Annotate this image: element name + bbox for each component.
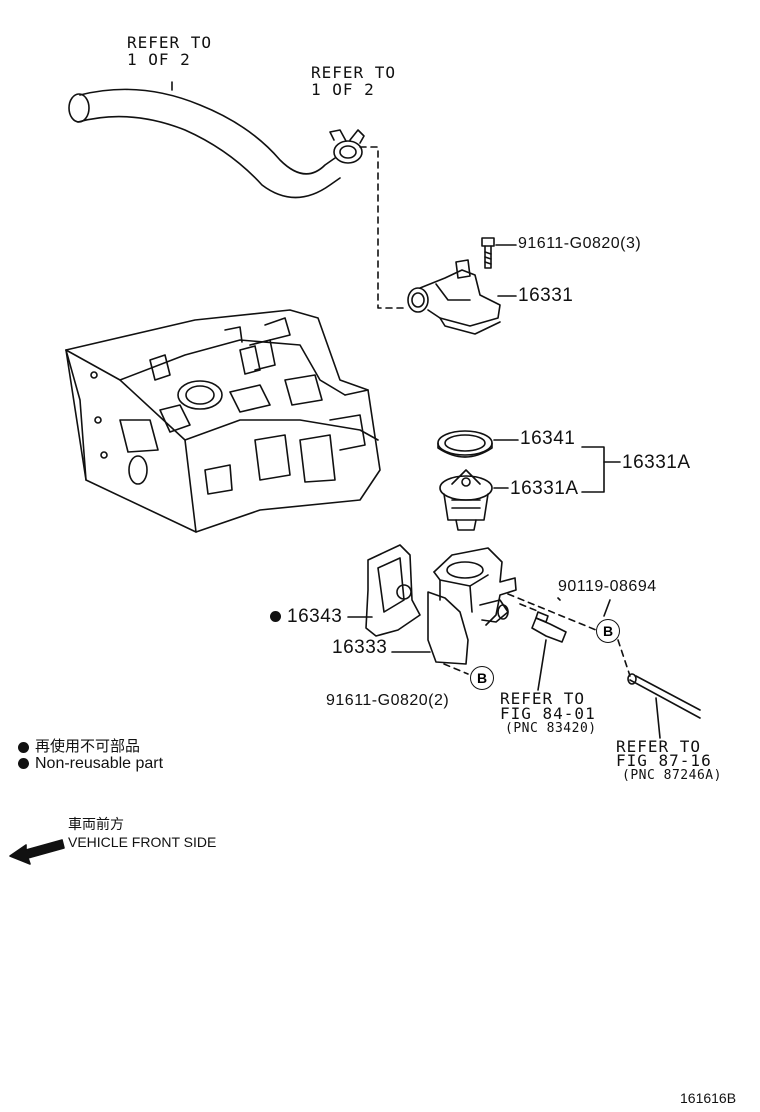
legend-front-jp: 車両前方 bbox=[68, 816, 124, 832]
clamp-reference-line2: 1 OF 2 bbox=[311, 80, 375, 99]
pipe-reference-line2: FIG 87-16 bbox=[616, 751, 712, 770]
legend-non-reusable-en-row: Non-reusable part bbox=[18, 755, 163, 773]
legend-marker-icon bbox=[18, 758, 29, 770]
pipe-reference-line1: REFER TO bbox=[616, 737, 702, 756]
sensor-reference-line3: (PNC 83420) bbox=[505, 721, 597, 736]
part-number-gasket-row: 16343 bbox=[270, 606, 342, 628]
part-number-thermostat-assy[interactable]: 16331A bbox=[622, 452, 691, 473]
clamp-drawing bbox=[329, 129, 365, 164]
hose-reference-line1: REFER TO bbox=[127, 33, 213, 52]
legend-marker-icon bbox=[18, 741, 29, 753]
part-number-outlet[interactable]: 16331 bbox=[518, 285, 574, 306]
hose-reference-line2: 1 OF 2 bbox=[127, 50, 191, 69]
sensor-reference-line2: FIG 84-01 bbox=[500, 704, 596, 723]
legend-front-en: VEHICLE FRONT SIDE bbox=[68, 834, 217, 850]
part-number-bolt-bottom[interactable]: 91611-G0820(2) bbox=[326, 692, 450, 709]
cylinder-head-drawing bbox=[65, 309, 381, 533]
clamp-reference-line1: REFER TO bbox=[311, 63, 397, 82]
gasket-ring-drawing bbox=[437, 430, 493, 458]
diagram-id: 161616B bbox=[680, 1090, 737, 1106]
sensor-reference-line1: REFER TO bbox=[500, 689, 586, 708]
non-reusable-marker-icon bbox=[270, 611, 281, 623]
part-number-bolt-plug[interactable]: 90119-08694 bbox=[558, 578, 657, 595]
part-number-gasket[interactable]: 16343 bbox=[287, 606, 343, 627]
legend-non-reusable-jp: 再使用不可部品 bbox=[35, 738, 141, 755]
outlet-drawing bbox=[407, 259, 501, 335]
part-number-thermostat[interactable]: 16331A bbox=[510, 478, 579, 499]
legend-non-reusable-en: Non-reusable part bbox=[35, 755, 164, 772]
bolt-top-drawing bbox=[481, 237, 495, 269]
callout-b-lower: B bbox=[470, 666, 494, 690]
housing-drawing bbox=[427, 547, 517, 665]
callout-b-upper: B bbox=[596, 619, 620, 643]
pipe-drawing bbox=[627, 673, 701, 739]
legend-non-reusable-jp-row: 再使用不可部品 bbox=[18, 735, 140, 756]
thermostat-drawing bbox=[439, 469, 493, 531]
part-number-gasket-ring[interactable]: 16341 bbox=[520, 428, 576, 449]
gasket-drawing bbox=[365, 544, 421, 637]
hose-drawing bbox=[68, 81, 341, 199]
sensor-drawing bbox=[531, 611, 567, 691]
part-number-bolt-top[interactable]: 91611-G0820(3) bbox=[518, 235, 642, 252]
front-arrow-icon bbox=[9, 839, 65, 865]
part-number-housing[interactable]: 16333 bbox=[332, 637, 388, 658]
pipe-reference-line3: (PNC 87246A) bbox=[622, 768, 722, 783]
